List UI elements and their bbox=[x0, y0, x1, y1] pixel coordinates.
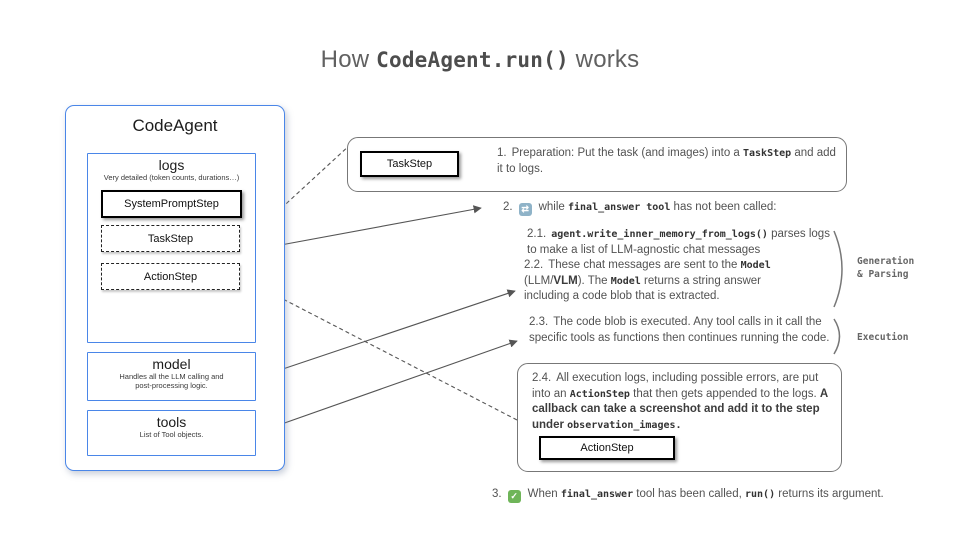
step1-t1: Preparation: Put the task (and images) i… bbox=[511, 147, 743, 159]
model-subtitle-line1: Handles all the LLM calling and bbox=[119, 372, 224, 381]
step2-2-code-model1: Model bbox=[740, 260, 771, 271]
logs-title: logs bbox=[158, 157, 185, 173]
step3-code-run: run() bbox=[744, 489, 776, 500]
step2-t2: has not been called: bbox=[670, 201, 777, 213]
check-icon-glyph: ✓ bbox=[510, 491, 518, 501]
step2-number: 2. bbox=[503, 201, 513, 213]
page-title: How CodeAgent.run() works bbox=[0, 46, 960, 74]
step3-code-finalanswer: final_answer bbox=[560, 489, 634, 500]
generation-label-line1: Generation bbox=[857, 256, 915, 267]
generation-label-line2: & Parsing bbox=[857, 269, 909, 280]
step3-t3: returns its argument. bbox=[775, 488, 884, 500]
tools-box: tools List of Tool objects. bbox=[87, 410, 256, 456]
step1-text: 1. Preparation: Put the task (and images)… bbox=[497, 146, 842, 177]
step2-code: final_answer tool bbox=[568, 202, 671, 213]
arrow-step24-to-actionstep bbox=[249, 281, 518, 421]
taskstep-chip: TaskStep bbox=[360, 151, 459, 177]
bracket-execution bbox=[833, 318, 841, 355]
step2-1-code: agent.write_inner_memory_from_logs() bbox=[551, 229, 768, 240]
step1-t2: and add it to logs. bbox=[497, 147, 836, 175]
step1-number: 1. bbox=[497, 147, 507, 159]
generation-parsing-label: Generation & Parsing bbox=[857, 255, 914, 281]
codeagent-panel: CodeAgent logs Very detailed (token coun… bbox=[65, 105, 285, 471]
title-code: CodeAgent.run() bbox=[376, 48, 569, 72]
model-title: model bbox=[152, 356, 191, 372]
step1-box: TaskStep 1. Preparation: Put the task (an… bbox=[347, 137, 847, 192]
step2-4-code-actionstep: ActionStep bbox=[569, 388, 630, 400]
repeat-icon: ⇄ bbox=[518, 203, 532, 216]
arrow-logs-to-step2 bbox=[258, 205, 482, 250]
model-box: model Handles all the LLM calling and po… bbox=[87, 352, 256, 401]
step2-3-text: 2.3.The code blob is executed. Any tool … bbox=[529, 315, 832, 346]
title-pre: How bbox=[320, 46, 377, 73]
step2-2-t4: returns a string answer including a code… bbox=[524, 274, 761, 303]
tools-title: tools bbox=[156, 414, 187, 430]
execution-label-text: Execution bbox=[857, 332, 909, 343]
step2-4-bold: A callback can take a screenshot and add… bbox=[532, 387, 828, 431]
step2-4-box: 2.4.All execution logs, including possib… bbox=[517, 363, 842, 472]
arrow-tools-step23 bbox=[258, 339, 518, 434]
logs-subtitle: Very detailed (token counts, durations…) bbox=[103, 173, 240, 182]
step1-code: TaskStep bbox=[743, 148, 792, 159]
step2-4-t1: All execution logs, including possible e… bbox=[532, 372, 819, 400]
step2-2-text: 2.2.These chat messages are sent to the … bbox=[524, 258, 796, 305]
step2-3-number: 2.3. bbox=[529, 316, 549, 328]
step2-2-code-model2: Model bbox=[610, 275, 641, 287]
title-post: works bbox=[568, 46, 640, 73]
step2-3-t1: The code blob is executed. Any tool call… bbox=[529, 316, 830, 344]
step2-1-t1: parses logs to make a list of LLM-agnost… bbox=[527, 228, 830, 256]
step2-2-bold-vlm: VLM bbox=[553, 274, 578, 287]
step2-2-t3: ). The bbox=[577, 274, 611, 287]
step2-1-number: 2.1. bbox=[527, 228, 547, 240]
step2-2-number: 2.2. bbox=[524, 259, 544, 271]
model-subtitle-line2: post-processing logic. bbox=[135, 381, 208, 390]
arrow-model-step22 bbox=[258, 289, 516, 379]
step2-t1: while bbox=[538, 201, 568, 213]
actionstep-logs-chip: ActionStep bbox=[101, 263, 240, 290]
step3-number: 3. bbox=[492, 488, 502, 500]
step2-2-t1: These chat messages are sent to the bbox=[548, 259, 741, 271]
step2-1-text: 2.1. agent.write_inner_memory_from_logs()… bbox=[527, 227, 839, 258]
execution-label: Execution bbox=[857, 331, 908, 344]
systempromptstep-chip: SystemPromptStep bbox=[101, 190, 242, 218]
step2-4-t2: that then gets appended to the logs. bbox=[629, 387, 820, 400]
step3-line: 3. ✓ When final_answer tool has been calle… bbox=[492, 488, 884, 503]
step2-2-t2: (LLM/ bbox=[524, 274, 554, 287]
logs-box: logs Very detailed (token counts, durati… bbox=[87, 153, 256, 343]
step3-t2: tool has been called, bbox=[633, 488, 745, 500]
codeagent-title: CodeAgent bbox=[132, 116, 218, 135]
tools-subtitle: List of Tool objects. bbox=[139, 430, 204, 439]
actionstep-chip: ActionStep bbox=[539, 436, 675, 460]
step3-t1: When bbox=[527, 488, 561, 500]
step2-4-number: 2.4. bbox=[532, 372, 552, 384]
taskstep-logs-chip: TaskStep bbox=[101, 225, 240, 252]
check-icon: ✓ bbox=[507, 490, 521, 503]
step2-line: 2. ⇄ while final_answer tool has not been … bbox=[503, 201, 777, 216]
step2-4-text: 2.4.All execution logs, including possib… bbox=[532, 371, 832, 433]
step2-4-code-observation: observation_images. bbox=[567, 419, 682, 431]
repeat-icon-glyph: ⇄ bbox=[521, 204, 529, 214]
